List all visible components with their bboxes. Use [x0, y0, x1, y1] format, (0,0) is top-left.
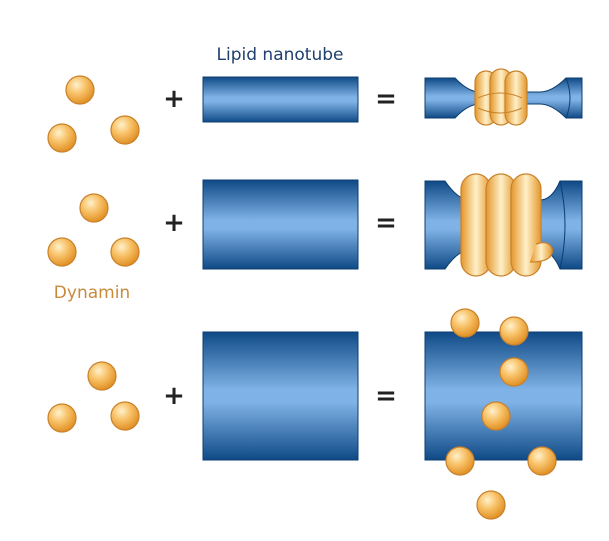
dynamin-ball: [450, 308, 480, 338]
result-loose-coil: [424, 173, 583, 277]
dynamin-balls-row-1: [47, 75, 140, 153]
dynamin-ball: [499, 316, 529, 346]
result-tight-coil: [424, 68, 583, 126]
lipid-nanotube-thick: [202, 331, 359, 461]
equals-sign: =: [375, 381, 397, 411]
dynamin-ball: [79, 193, 109, 223]
lipid-nanotube-thick-result: [424, 331, 583, 461]
dynamin-ball: [47, 123, 77, 153]
row-2: + =: [47, 173, 583, 277]
dynamin-label: Dynamin: [54, 283, 130, 303]
lipid-nanotube-label: Lipid nanotube: [217, 45, 344, 65]
row-1: + =: [47, 68, 583, 153]
dynamin-ball: [47, 237, 77, 267]
equals-sign: =: [375, 84, 397, 114]
row-3: + =: [47, 308, 583, 520]
dynamin-balls-row-3: [47, 361, 140, 433]
equals-sign: =: [375, 208, 397, 238]
plus-sign: +: [163, 208, 185, 238]
dynamin-ball: [445, 446, 475, 476]
dynamin-ball: [499, 357, 529, 387]
dynamin-ball: [87, 361, 117, 391]
dynamin-balls-row-2: [47, 193, 140, 267]
dynamin-ball: [47, 403, 77, 433]
result-scattered: [424, 308, 583, 520]
dynamin-ball: [110, 115, 140, 145]
dynamin-ball: [476, 490, 506, 520]
dynamin-ball: [527, 446, 557, 476]
plus-sign: +: [163, 381, 185, 411]
dynamin-ball: [110, 401, 140, 431]
lipid-nanotube-medium: [202, 179, 359, 270]
plus-sign: +: [163, 84, 185, 114]
lipid-nanotube-thin: [202, 76, 359, 123]
dynamin-ball: [65, 75, 95, 105]
dynamin-ball: [110, 237, 140, 267]
dynamin-ball: [481, 401, 511, 431]
